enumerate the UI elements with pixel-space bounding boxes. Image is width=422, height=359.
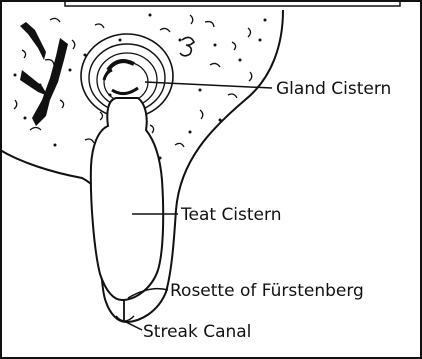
label-streak-canal: Streak Canal [143, 322, 251, 342]
label-rosette: Rosette of Fürstenberg [170, 281, 364, 301]
udder-outline [0, 150, 100, 205]
top-box-remnant [65, 2, 400, 6]
label-gland-cistern: Gland Cistern [276, 79, 391, 99]
duct-branch-lower [32, 38, 68, 126]
duct-mark [180, 37, 194, 55]
label-teat-cistern: Teat Cistern [180, 205, 281, 225]
duct-branch-side [20, 70, 48, 96]
leader-streak-canal [126, 322, 142, 330]
duct-branch-upper [20, 22, 46, 60]
teat-cistern [91, 98, 163, 300]
